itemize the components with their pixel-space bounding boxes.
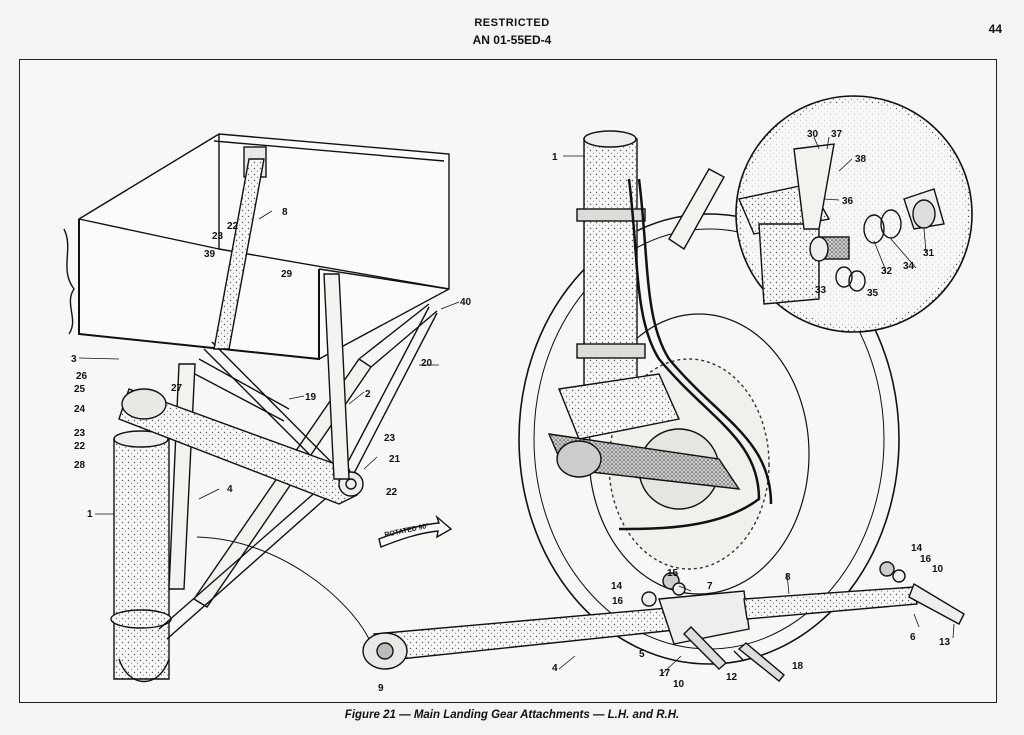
figure-caption: Figure 21 — Main Landing Gear Attachment…: [344, 709, 680, 721]
callout-13: 13: [939, 637, 951, 648]
callout-24: 24: [74, 404, 86, 415]
rotated-arrow: [378, 514, 453, 548]
callout-38: 38: [855, 154, 867, 165]
callout-9: 9: [378, 683, 384, 694]
callout-30: 30: [807, 129, 819, 140]
callout-16: 16: [920, 554, 932, 565]
classification-header: RESTRICTED: [474, 17, 550, 29]
landing-gear-illustration: 1 2 3 4 8 19 20 21 22 22 22 23 23 23 24 …: [63, 95, 973, 694]
callout-19: 19: [305, 392, 317, 403]
page-number: 44: [988, 22, 1002, 36]
callout-12: 12: [726, 672, 738, 683]
callout-17: 17: [659, 668, 671, 679]
callout-8: 8: [785, 572, 791, 583]
callout-15: 15: [667, 568, 679, 579]
callout-39: 39: [204, 249, 216, 260]
callout-31: 31: [923, 248, 935, 259]
left-shock-strut: [110, 430, 172, 683]
callout-10: 10: [673, 679, 685, 690]
callout-5: 5: [639, 649, 645, 660]
callout-4: 4: [227, 484, 233, 495]
detail-inset: [735, 95, 973, 333]
callout-25: 25: [74, 384, 86, 395]
callout-35: 35: [867, 288, 879, 299]
callout-10: 10: [932, 564, 944, 575]
callout-14: 14: [911, 543, 923, 554]
callout-22: 22: [227, 221, 239, 232]
callout-1: 1: [552, 152, 558, 163]
callout-6: 6: [910, 632, 916, 643]
callout-40: 40: [460, 297, 472, 308]
callout-23: 23: [384, 433, 396, 444]
callout-1: 1: [87, 509, 93, 520]
callout-3: 3: [71, 354, 77, 365]
callout-14: 14: [611, 581, 623, 592]
axle-assembly: [362, 561, 965, 682]
callout-7: 7: [707, 581, 713, 592]
callout-18: 18: [792, 661, 804, 672]
callout-27: 27: [171, 383, 183, 394]
brake-lines: [618, 178, 761, 531]
callouts: 1 2 3 4 8 19 20 21 22 22 22 23 23 23 24 …: [71, 129, 951, 694]
callout-20: 20: [421, 358, 433, 369]
document-number: AN 01-55ED-4: [472, 33, 552, 47]
upper-link: [213, 158, 265, 350]
leader-curve: [196, 536, 370, 640]
vertical-brace: [323, 273, 350, 480]
callout-33: 33: [815, 285, 827, 296]
callout-22: 22: [386, 487, 398, 498]
callout-8: 8: [282, 207, 288, 218]
leader-lines: [78, 136, 955, 677]
callout-2: 2: [365, 389, 371, 400]
callout-22: 22: [74, 441, 86, 452]
wheel-well-structure: [63, 133, 450, 361]
callout-4: 4: [552, 663, 558, 674]
callout-23: 23: [212, 231, 224, 242]
callout-21: 21: [389, 454, 401, 465]
callout-34: 34: [903, 261, 915, 272]
callout-37: 37: [831, 129, 843, 140]
callout-26: 26: [76, 371, 88, 382]
callout-28: 28: [74, 460, 86, 471]
callout-29: 29: [281, 269, 293, 280]
callout-23: 23: [74, 428, 86, 439]
right-shock-strut: [547, 130, 741, 490]
callout-16: 16: [612, 596, 624, 607]
callout-36: 36: [842, 196, 854, 207]
callout-32: 32: [881, 266, 893, 277]
